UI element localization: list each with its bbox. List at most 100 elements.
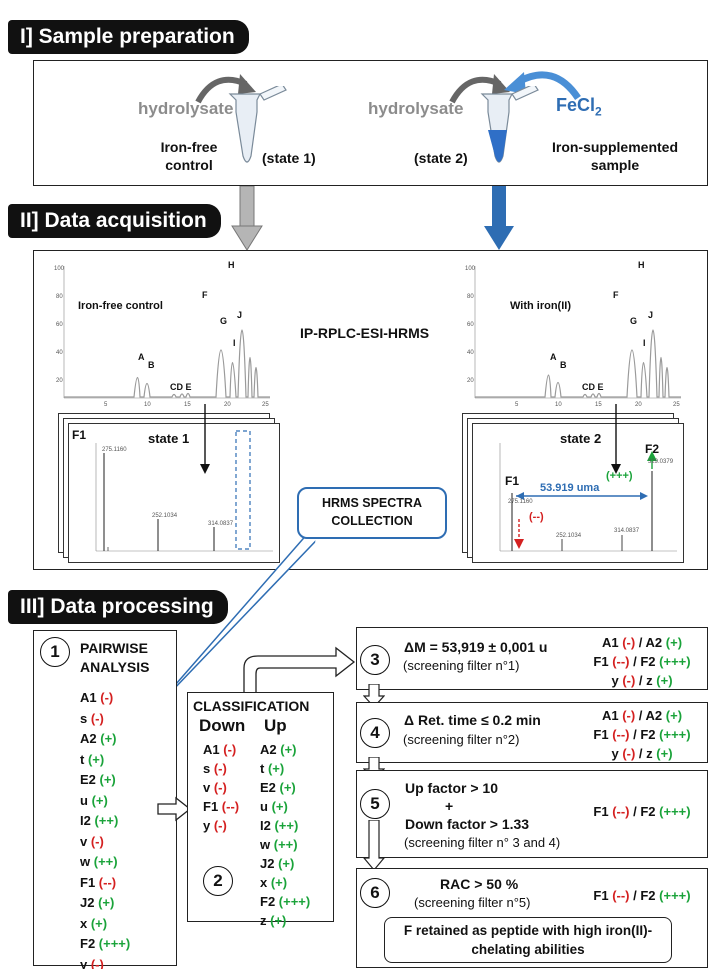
- pairwise-item-id: v: [80, 833, 91, 849]
- chrom-right-label: With iron(II): [510, 300, 571, 312]
- down-item-sign: (-): [213, 780, 227, 795]
- spectrum-right: [472, 423, 684, 563]
- step3-pair-id: y: [611, 673, 623, 688]
- up-list: A2 (+)t (+)E2 (+)u (+)I2 (++)w (++)J2 (+…: [260, 740, 310, 930]
- step5-pair-row-sign: (--): [612, 804, 630, 819]
- section2-header: II] Data acquisition: [8, 204, 221, 238]
- peak-j-left: J: [237, 310, 243, 320]
- pairwise-list: A1 (-)s (-)A2 (+)t (+)E2 (+)u (+)I2 (++)…: [80, 688, 130, 969]
- step4-pair-sign: (+): [665, 708, 683, 723]
- step5-line1: Up factor > 10: [405, 780, 498, 796]
- up-item-sign: (+++): [278, 894, 311, 909]
- step5-pair-row-sign: (+++): [659, 804, 691, 819]
- step3-pair: A1 (-) / A2 (+): [583, 633, 701, 652]
- pairwise-item-sign: (++): [94, 813, 119, 828]
- down-item-sign: (-): [223, 742, 237, 757]
- f1-left-label: F1: [72, 428, 87, 442]
- step3-pair-sign: (-): [622, 673, 636, 688]
- svg-text:20: 20: [56, 378, 63, 384]
- down-item-id: s: [203, 761, 214, 776]
- step4-pair: y (-) / z (+): [583, 744, 701, 763]
- hollow-arrow-3-4: [363, 684, 385, 708]
- step4-pair-sign: (-): [622, 708, 636, 723]
- step3-pair-separator: /: [635, 673, 647, 688]
- up-item-sign: (+): [270, 875, 288, 890]
- pairwise-item-id: F2: [80, 936, 99, 951]
- svg-text:40: 40: [467, 350, 474, 356]
- section3-header: III] Data processing: [8, 590, 228, 624]
- spectrum-left-plot: 275.1160 252.1034 314.0837: [95, 430, 273, 552]
- up-item-id: E2: [260, 780, 280, 795]
- pairwise-item-sign: (+++): [98, 936, 131, 951]
- pairwise-item: F2 (+++): [80, 934, 130, 955]
- arrow-to-spectrum-right: [611, 404, 621, 474]
- step4-pair-sign: (-): [622, 746, 636, 761]
- step6-circle: 6: [360, 878, 390, 908]
- step5-pair-row-id: F1: [593, 804, 613, 819]
- step4-box: [356, 702, 708, 763]
- up-item-id: t: [260, 761, 268, 776]
- svg-text:10: 10: [555, 402, 562, 408]
- up-item: I2 (++): [260, 816, 310, 835]
- f1-right-label: F1: [505, 474, 520, 488]
- pairwise-item-sign: (+): [100, 731, 117, 746]
- up-item-sign: (+): [267, 761, 285, 776]
- step3-filter: (screening filter n°1): [403, 658, 520, 673]
- svg-text:100: 100: [54, 266, 65, 272]
- svg-text:60: 60: [467, 322, 474, 328]
- step5-pair: F1 (--) / F2 (+++): [583, 802, 701, 821]
- pairwise-item-sign: (-): [100, 690, 114, 705]
- pairwise-item: F1 (--): [80, 873, 130, 894]
- sample-prep-box: [33, 60, 708, 186]
- hollow-arrow-to-step3: [243, 646, 356, 697]
- step3-pair-sign: (+): [656, 673, 673, 688]
- pairwise-item-id: u: [80, 792, 92, 808]
- down-item-sign: (-): [213, 818, 227, 833]
- up-item-sign: (+): [279, 780, 296, 795]
- pairwise-item: s (-): [80, 709, 130, 730]
- up-item-id: x: [260, 875, 271, 890]
- peak-j-right: J: [648, 310, 654, 320]
- up-item-sign: (+): [280, 742, 297, 757]
- step1-circle: 1: [40, 637, 70, 667]
- peak-a-left: A: [138, 352, 145, 362]
- pairwise-item-sign: (+): [87, 751, 105, 767]
- step4-pair-sign: (+++): [659, 727, 691, 742]
- minus2-label: (--): [529, 511, 544, 523]
- step3-criterion: ΔM = 53,919 ± 0,001 u: [404, 639, 548, 655]
- pairwise-item: u (+): [80, 791, 130, 812]
- pairwise-item-sign: (+): [98, 895, 115, 910]
- step5-line2: Down factor > 1.33: [405, 816, 530, 832]
- step3-pair-sign: (+++): [659, 654, 691, 669]
- up-item-id: I2: [260, 818, 275, 833]
- peak-i-left: I: [233, 338, 236, 348]
- svg-text:314.0837: 314.0837: [614, 528, 640, 534]
- step3-pair-sign: (+): [665, 635, 683, 650]
- pairwise-analysis-box: [33, 630, 177, 966]
- step4-pair-id: F2: [640, 727, 660, 742]
- hydrolysate-left-label: hydrolysate: [138, 99, 234, 118]
- f2-right-label: F2: [645, 442, 660, 456]
- step5-circle: 5: [360, 789, 390, 819]
- peak-g-left: G: [220, 316, 228, 326]
- tube-right-icon: [480, 86, 539, 163]
- pairwise-item: w (++): [80, 852, 130, 873]
- down-item: s (-): [203, 759, 239, 778]
- pairwise-item: J2 (+): [80, 893, 130, 914]
- pairwise-item-id: I2: [80, 813, 95, 828]
- down-item: F1 (--): [203, 797, 239, 816]
- up-item-sign: (+): [270, 913, 287, 928]
- step5-pair-row-id: F2: [640, 804, 660, 819]
- pairwise-item-id: t: [80, 751, 88, 767]
- pairwise-item-id: w: [80, 854, 94, 869]
- step6-pair-row-sign: (+++): [659, 888, 691, 903]
- blue-down-arrow: [484, 186, 514, 250]
- step4-pair-id: y: [611, 746, 623, 761]
- step6-pair: F1 (--) / F2 (+++): [583, 886, 701, 905]
- down-item-id: y: [203, 818, 214, 833]
- up-item-id: w: [260, 837, 274, 852]
- pairwise-item-id: J2: [80, 895, 99, 910]
- svg-text:20: 20: [224, 402, 231, 408]
- down-item: y (-): [203, 816, 239, 835]
- state1-spectrum-label: state 1: [148, 431, 190, 446]
